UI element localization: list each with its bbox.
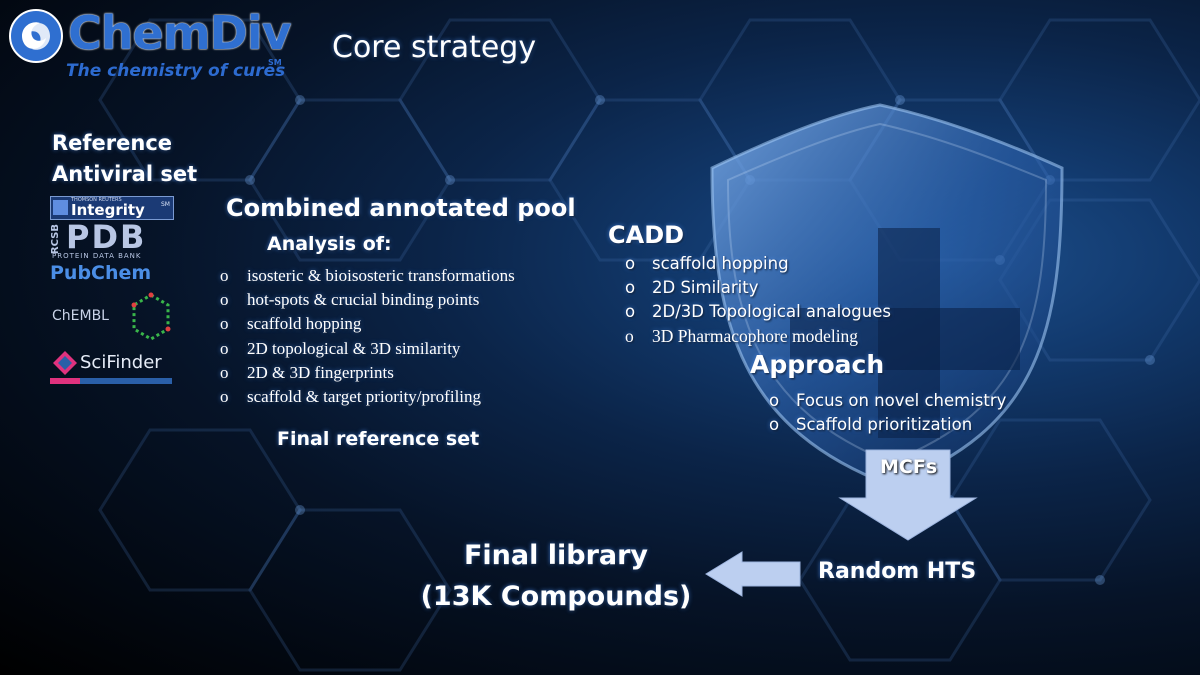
pdb-subtitle: PROTEIN DATA BANK — [52, 252, 142, 260]
list-item: isosteric & bioisosteric transformations — [220, 264, 515, 288]
scifinder-bar-pink — [50, 378, 80, 384]
chembl-logo: ChEMBL — [50, 292, 172, 342]
scifinder-bar-blue — [80, 378, 172, 384]
list-item: Scaffold prioritization — [769, 413, 1006, 437]
final-library-line1: Final library — [463, 540, 649, 571]
analysis-list: isosteric & bioisosteric transformations… — [220, 264, 515, 409]
scifinder-logo: SciFinder — [50, 350, 172, 388]
brand-service-mark: SM — [268, 58, 282, 67]
list-item: scaffold hopping — [625, 252, 891, 276]
approach-heading: Approach — [750, 350, 885, 379]
final-library-label: Final library (13K Compounds) — [420, 535, 692, 617]
list-item: hot-spots & crucial binding points — [220, 288, 515, 312]
left-arrow-icon — [705, 551, 801, 597]
analysis-heading: Analysis of: — [267, 233, 392, 255]
chembl-hexagon-icon — [131, 292, 171, 341]
integrity-icon — [53, 200, 68, 215]
slide-title: Core strategy — [332, 30, 537, 65]
brand-tagline: The chemistry of cures — [66, 61, 286, 81]
list-item: Focus on novel chemistry — [769, 389, 1006, 413]
pdb-logo: RCSB PDB PROTEIN DATA BANK — [50, 218, 172, 260]
pdb-word: PDB — [66, 218, 147, 256]
pubchem-logo: PubChem — [50, 262, 152, 284]
final-reference-set: Final reference set — [277, 428, 480, 450]
reference-heading: Reference Antiviral set — [52, 131, 198, 186]
integrity-mark: SM — [161, 201, 170, 208]
scifinder-diamond-icon — [53, 351, 77, 375]
list-item: 3D Pharmacophore modeling — [625, 324, 891, 348]
chemdiv-logo-icon — [9, 9, 63, 63]
final-library-line2: (13K Compounds) — [420, 581, 692, 612]
integrity-logo: THOMSON REUTERS Integrity SM — [50, 196, 174, 220]
brand-name: ChemDiv — [68, 6, 292, 60]
down-arrow-icon — [838, 449, 978, 541]
chembl-word: ChEMBL — [52, 308, 109, 324]
scifinder-word: SciFinder — [80, 352, 162, 373]
mcfs-label: MCFs — [880, 456, 938, 478]
integrity-publisher: THOMSON REUTERS — [71, 197, 122, 203]
approach-list: Focus on novel chemistry Scaffold priori… — [769, 389, 1006, 437]
list-item: 2D topological & 3D similarity — [220, 337, 515, 361]
cadd-heading: CADD — [608, 221, 685, 249]
list-item: scaffold hopping — [220, 312, 515, 336]
list-item: 2D Similarity — [625, 276, 891, 300]
list-item: 2D/3D Topological analogues — [625, 300, 891, 324]
integrity-word: Integrity — [71, 201, 145, 219]
cadd-list: scaffold hopping 2D Similarity 2D/3D Top… — [625, 252, 891, 348]
list-item: scaffold & target priority/profiling — [220, 385, 515, 409]
list-item: 2D & 3D fingerprints — [220, 361, 515, 385]
random-hts-label: Random HTS — [818, 559, 977, 584]
pool-heading: Combined annotated pool — [226, 194, 576, 222]
